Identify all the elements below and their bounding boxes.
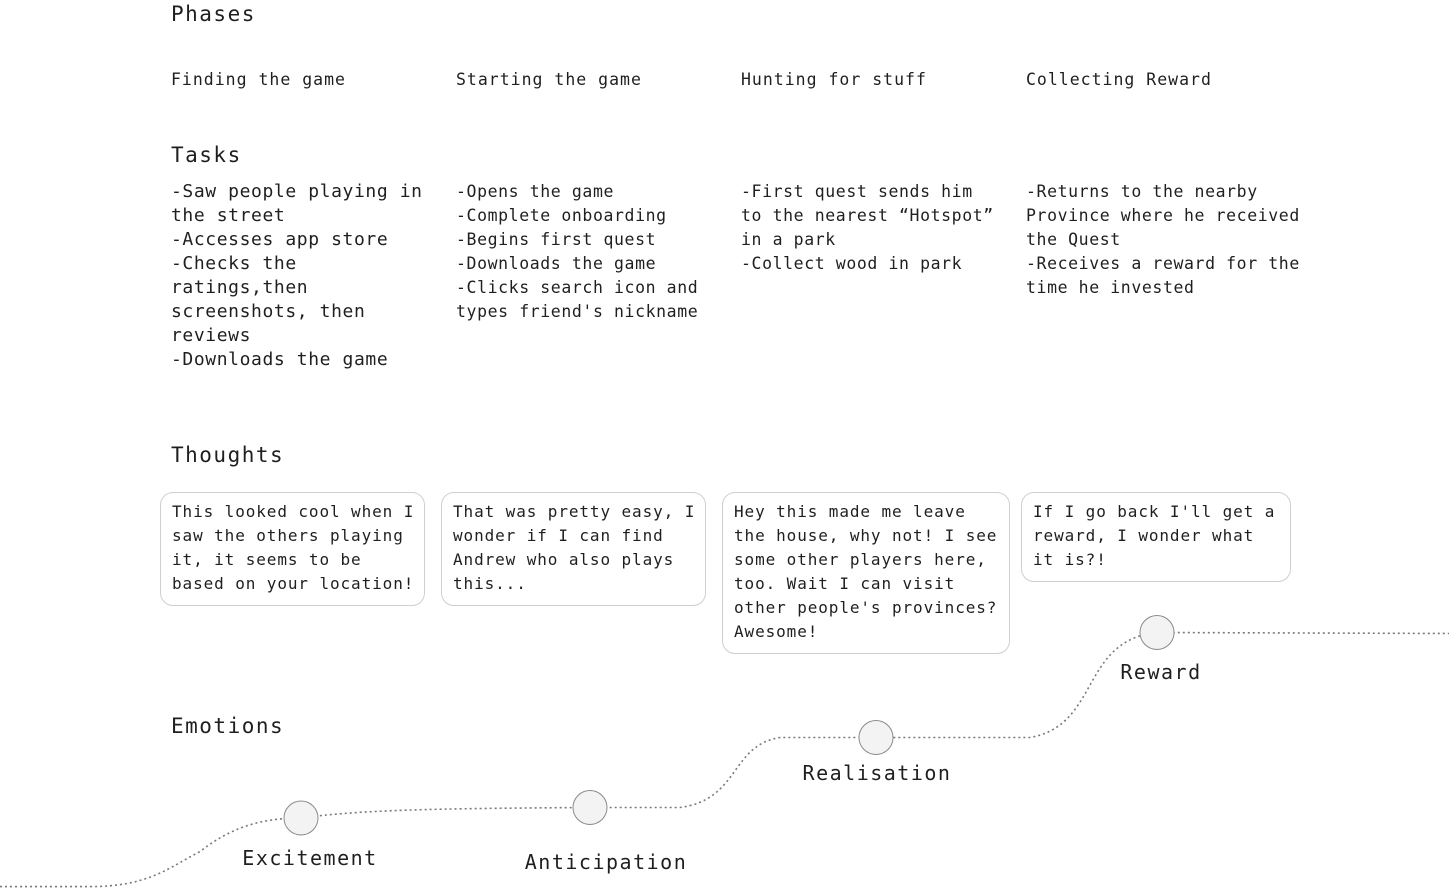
emotions-heading: Emotions [171,714,285,738]
task-item: -First quest sends him to the nearest “H… [741,182,994,249]
task-item: -Checks the ratings,then screenshots, th… [171,253,366,346]
thought-card-starting: That was pretty easy, I wonder if I can … [441,492,706,606]
task-list-hunting: -First quest sends him to the nearest “H… [741,180,996,276]
task-list-collecting: -Returns to the nearby Province where he… [1026,180,1306,300]
emotion-node-reward [1139,615,1175,650]
task-item: -Complete onboarding [456,206,667,225]
task-item: -Clicks search icon and types friend's n… [456,278,699,321]
task-item: -Collect wood in park [741,254,963,273]
emotion-label-anticipation: Anticipation [524,849,688,874]
emotion-label-realisation: Realisation [802,760,952,785]
thought-card-hunting: Hey this made me leave the house, why no… [722,492,1010,654]
thoughts-heading: Thoughts [171,443,285,467]
task-item: -Opens the game [456,182,615,201]
task-item: -Receives a reward for the time he inves… [1026,254,1300,297]
task-list-finding: -Saw people playing in the street -Acces… [171,180,423,372]
phase-starting: Starting the game [456,70,642,89]
emotion-node-anticipation [572,790,608,825]
task-item: -Downloads the game [456,254,657,273]
emotion-node-excitement [283,800,319,836]
emotion-label-reward: Reward [1120,659,1202,684]
task-item: -Downloads the game [171,349,389,370]
phase-finding: Finding the game [171,70,346,89]
thought-card-finding: This looked cool when I saw the others p… [160,492,425,606]
phase-hunting: Hunting for stuff [741,70,927,89]
task-list-starting: -Opens the game -Complete onboarding -Be… [456,180,706,324]
task-item: -Begins first quest [456,230,657,249]
emotion-node-realisation [858,720,894,755]
thought-card-collecting: If I go back I'll get a reward, I wonder… [1021,492,1291,582]
emotion-label-excitement: Excitement [242,846,378,870]
emotion-curve [0,631,1449,888]
task-item: -Returns to the nearby Province where he… [1026,182,1300,249]
phases-heading: Phases [171,2,256,26]
task-item: -Saw people playing in the street [171,181,423,226]
task-item: -Accesses app store [171,229,389,250]
phase-collecting: Collecting Reward [1026,70,1212,89]
tasks-heading: Tasks [171,143,242,167]
